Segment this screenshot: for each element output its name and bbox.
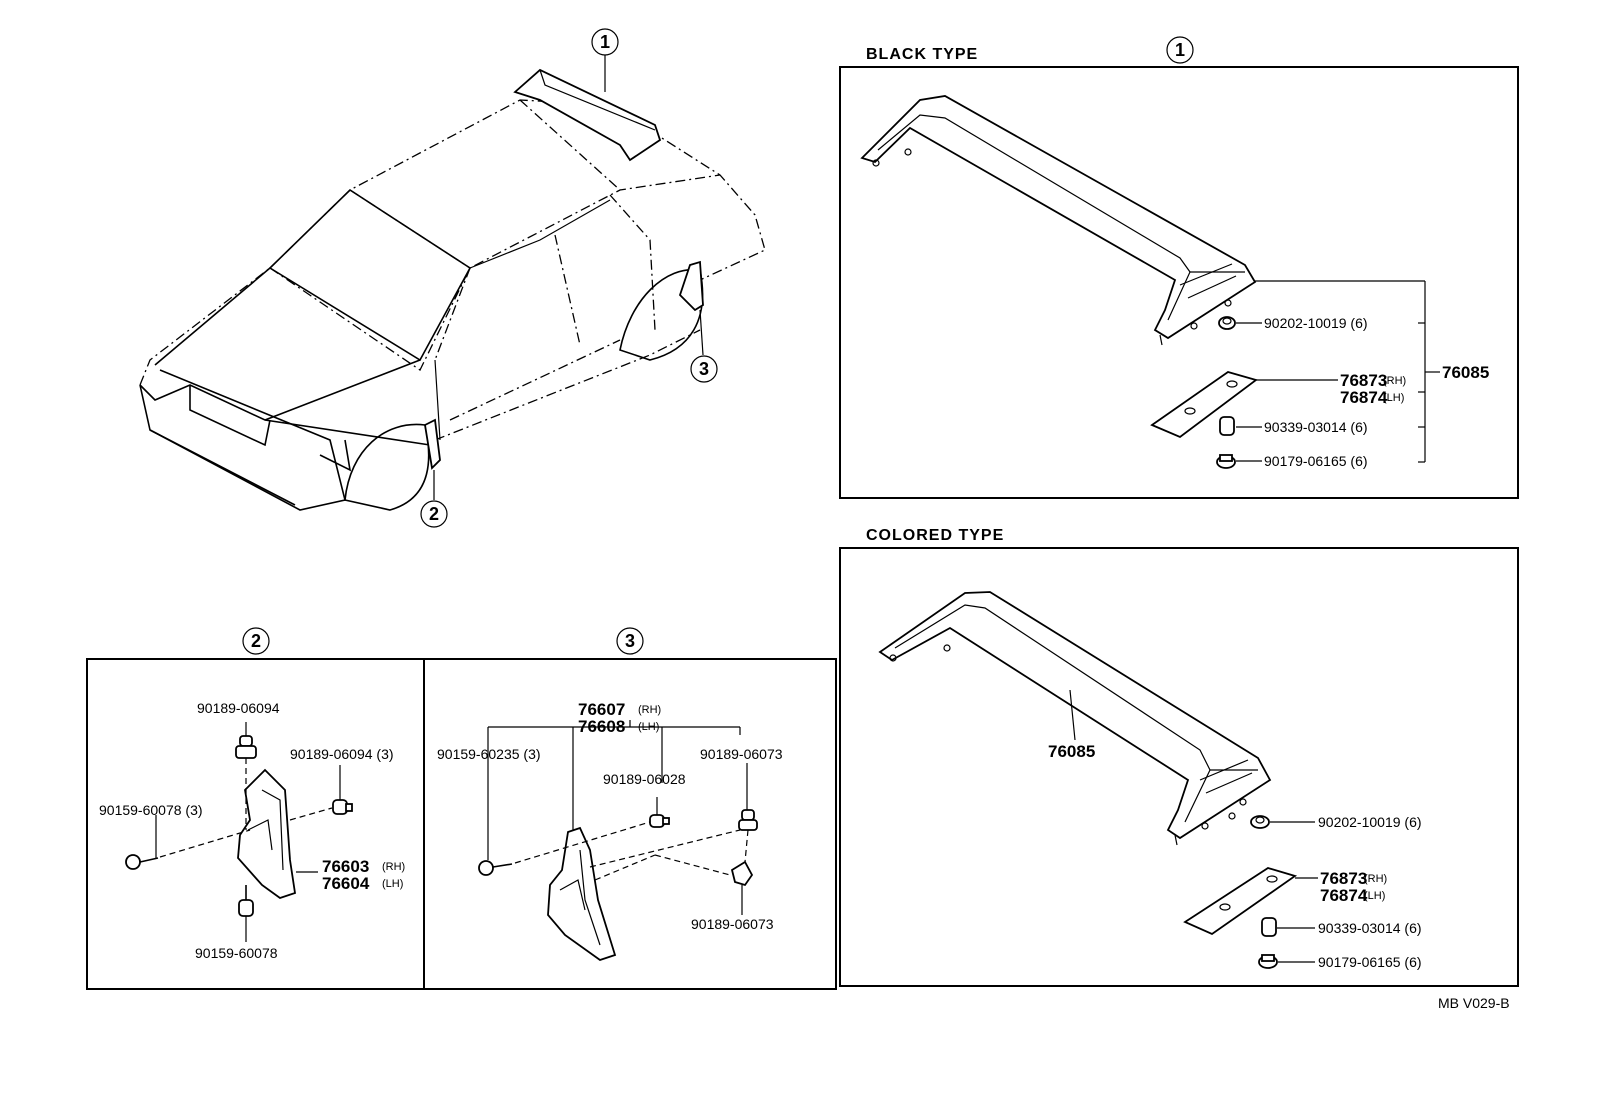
colored-bracket-rh-label: 76873	[1320, 869, 1367, 888]
front-side-clip-label: 90189-06094 (3)	[290, 746, 394, 762]
colored-nut-label: 90202-10019 (6)	[1318, 814, 1422, 830]
front-guard-rh-label: 76603	[322, 857, 369, 876]
colored-type-frame	[839, 547, 1519, 987]
rear-guard-rh-label: 76607	[578, 700, 625, 719]
figure-code: MB V029-B	[1438, 995, 1510, 1011]
black-bracket-lh-label: 76874	[1340, 388, 1388, 407]
spoiler-colored	[878, 591, 1272, 840]
part-label: (RH)	[1383, 375, 1406, 387]
colored-assembly-label: 76085	[1048, 742, 1095, 761]
part-label: 3	[625, 631, 635, 651]
callout-2-car: 2	[420, 500, 448, 528]
rear-guard-lh-label: 76608	[578, 717, 625, 736]
callout-1-panel: 1	[1166, 36, 1194, 64]
part-label: 2	[251, 631, 261, 651]
spoiler-black	[860, 95, 1257, 340]
black-collar-label: 90339-03014 (6)	[1264, 419, 1368, 435]
part-label: (RH)	[1364, 873, 1387, 885]
callout-1-car: 1	[591, 28, 619, 56]
front-mudguard	[237, 768, 297, 899]
rear-left-screw-label: 90159-60235 (3)	[437, 746, 541, 762]
callout-3-panel: 3	[616, 627, 644, 655]
part-label: 3	[699, 359, 709, 379]
front-bottom-screw-label: 90159-60078	[195, 945, 278, 961]
car-overview	[139, 55, 766, 511]
part-label: (RH)	[638, 704, 661, 716]
front-left-screw-label: 90159-60078 (3)	[99, 802, 203, 818]
colored-bracket-lh-label: 76874	[1320, 886, 1368, 905]
black-bracket-rh-label: 76873	[1340, 371, 1387, 390]
colored-nut2-label: 90179-06165 (6)	[1318, 954, 1422, 970]
mudguard-frame	[86, 658, 837, 990]
part-label: 1	[600, 32, 610, 52]
rear-mudguard-detail: 76607 (RH) 76608 (LH) 90159-60235 (3) 90…	[437, 700, 783, 961]
front-guard-lh-label: 76604	[322, 874, 370, 893]
front-top-clip-label: 90189-06094	[197, 700, 280, 716]
rear-right-top-clip-label: 90189-06073	[700, 746, 783, 762]
part-label: (RH)	[382, 861, 405, 873]
callout-3-car: 3	[690, 355, 718, 383]
rear-right-bottom-clip-label: 90189-06073	[691, 916, 774, 932]
front-mudguard-detail: 90189-06094 90189-06094 (3) 90159-60078 …	[99, 700, 405, 961]
colored-type-title: COLORED TYPE	[866, 527, 1004, 544]
callout-2-panel: 2	[242, 627, 270, 655]
part-label: (LH)	[382, 878, 403, 890]
part-label: (LH)	[1364, 890, 1385, 902]
part-label: 1	[1175, 40, 1185, 60]
part-label: (LH)	[1383, 392, 1404, 404]
black-type-frame	[839, 66, 1519, 499]
colored-type-panel: COLORED TYPE 76085 90202-100	[839, 527, 1519, 987]
part-label: (LH)	[638, 721, 659, 733]
black-nut-label: 90202-10019 (6)	[1264, 315, 1368, 331]
black-type-title: BLACK TYPE	[866, 46, 978, 63]
colored-collar-label: 90339-03014 (6)	[1318, 920, 1422, 936]
black-nut2-label: 90179-06165 (6)	[1264, 453, 1368, 469]
mudguard-panels: 2 3	[86, 627, 837, 990]
black-type-panel: BLACK TYPE 1	[839, 36, 1519, 499]
rear-mid-clip-label: 90189-06028	[603, 771, 686, 787]
bracket-colored	[1183, 867, 1298, 936]
part-label: 2	[429, 504, 439, 524]
black-assembly-label: 76085	[1442, 363, 1489, 382]
